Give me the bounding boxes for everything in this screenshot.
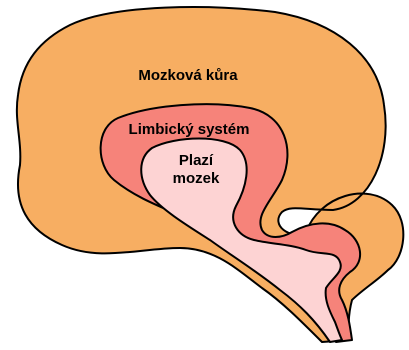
limbic-system-label: Limbický systém [129,121,250,138]
reptilian-brain-label-line2: mozek [173,170,220,187]
cortex-label: Mozková kůra [138,67,238,84]
reptilian-brain-label-line1: Plazí [179,152,214,169]
